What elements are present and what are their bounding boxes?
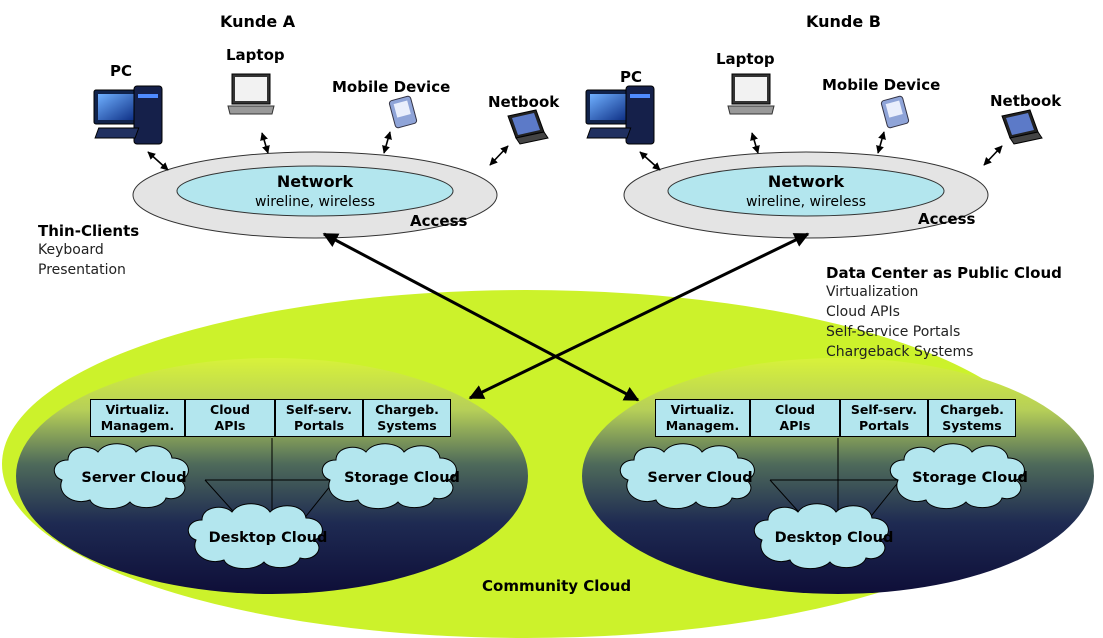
- device-arrows-a: [147, 131, 509, 171]
- data-center-item: Virtualization: [826, 284, 919, 300]
- network-a-subtitle: wireline, wireless: [254, 194, 376, 210]
- network-core-b: [667, 165, 945, 217]
- service-self-service: Self-serv.Portals: [840, 399, 928, 437]
- server-cloud-shape: [619, 443, 755, 509]
- data-center-title: Data Center as Public Cloud: [826, 264, 1062, 282]
- community-cloud-label: Community Cloud: [482, 577, 632, 595]
- device-label-laptop: Laptop: [226, 46, 285, 64]
- storage-cloud-shape: [889, 443, 1025, 509]
- pc-icon: [585, 85, 655, 145]
- server-cloud-shape: [53, 443, 189, 509]
- pc-icon: [93, 85, 163, 145]
- service-line: Systems: [942, 418, 1002, 433]
- data-center-block: Data Center as Public Cloud Virtualizati…: [826, 264, 1062, 362]
- service-line: Virtualiz.: [105, 402, 170, 417]
- network-b-title: Network: [767, 172, 845, 191]
- thin-clients-item: Keyboard: [38, 242, 104, 258]
- service-line: Portals: [858, 418, 910, 433]
- device-label-netbook: Netbook: [488, 93, 560, 111]
- laptop-icon: [227, 73, 275, 115]
- data-center-item: Chargeback Systems: [826, 344, 974, 360]
- device-label-mobile: Mobile Device: [332, 78, 451, 96]
- service-line: Self-serv.: [850, 402, 918, 417]
- desktop-cloud-shape: [187, 503, 323, 569]
- laptop-icon: [727, 73, 775, 115]
- service-chargeback: Chargeb.Systems: [363, 399, 451, 437]
- netbook-icon: [1001, 109, 1043, 145]
- desktop-cloud-label: Desktop Cloud: [774, 530, 894, 546]
- service-line: Managem.: [100, 418, 175, 433]
- device-label-pc: PC: [620, 68, 643, 86]
- service-line: Virtualiz.: [670, 402, 735, 417]
- service-line: Systems: [377, 418, 437, 433]
- network-a-title: Network: [276, 172, 354, 191]
- service-line: Chargeb.: [375, 402, 439, 417]
- storage-cloud-label: Storage Cloud: [912, 470, 1028, 486]
- thin-clients-title: Thin-Clients: [38, 222, 140, 240]
- service-line: APIs: [214, 418, 246, 433]
- device-label-netbook: Netbook: [990, 92, 1062, 110]
- customer-a-title: Kunde A: [220, 12, 296, 31]
- service-line: APIs: [779, 418, 811, 433]
- desktop-cloud-shape: [753, 503, 889, 569]
- network-b-subtitle: wireline, wireless: [745, 194, 867, 210]
- service-line: Portals: [293, 418, 345, 433]
- network-core-a: [176, 165, 454, 217]
- server-cloud-label: Server Cloud: [81, 470, 187, 486]
- service-chargeback: Chargeb.Systems: [928, 399, 1016, 437]
- desktop-cloud-label: Desktop Cloud: [208, 530, 328, 546]
- storage-cloud-label: Storage Cloud: [344, 470, 460, 486]
- connection-b-to-dc-left: [468, 232, 810, 400]
- thin-clients-block: Thin-Clients Keyboard Presentation: [38, 222, 139, 280]
- device-label-pc: PC: [110, 62, 133, 80]
- thin-clients-item: Presentation: [38, 262, 126, 278]
- netbook-icon: [507, 109, 549, 145]
- mobile-device-icon: [388, 95, 418, 129]
- device-label-laptop: Laptop: [716, 50, 775, 68]
- customer-b-title: Kunde B: [806, 12, 881, 31]
- data-center-item: Cloud APIs: [826, 304, 900, 320]
- server-cloud-label: Server Cloud: [647, 470, 753, 486]
- service-virtualization: Virtualiz.Managem.: [90, 399, 185, 437]
- service-self-service: Self-serv.Portals: [275, 399, 363, 437]
- device-arrows-b: [639, 131, 1003, 171]
- service-line: Managem.: [665, 418, 740, 433]
- service-line: Chargeb.: [940, 402, 1004, 417]
- network-a-access: Access: [410, 212, 468, 230]
- device-label-mobile: Mobile Device: [822, 76, 941, 94]
- data-center-item: Self-Service Portals: [826, 324, 961, 340]
- service-line: Cloud: [775, 402, 815, 417]
- service-line: Self-serv.: [285, 402, 353, 417]
- network-b-access: Access: [918, 210, 976, 228]
- service-line: Cloud: [210, 402, 250, 417]
- mobile-device-icon: [880, 95, 910, 129]
- service-virtualization: Virtualiz.Managem.: [655, 399, 750, 437]
- storage-cloud-shape: [321, 443, 457, 509]
